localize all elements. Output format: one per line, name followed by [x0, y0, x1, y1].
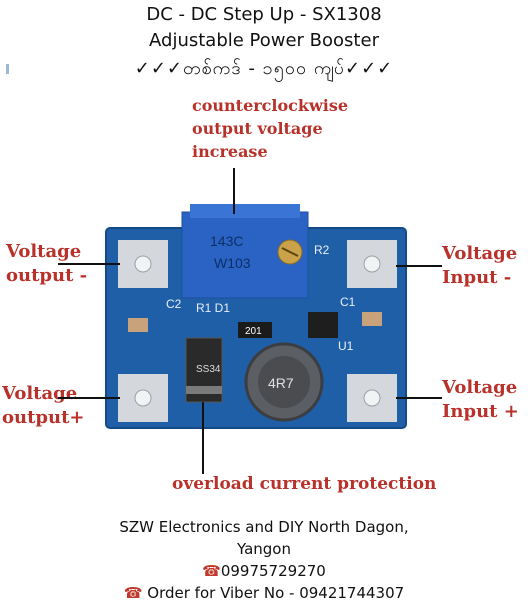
footer-phone-row: ☎09975729270 [0, 560, 528, 582]
resistor-code: 201 [245, 326, 262, 337]
silk-r2: R2 [314, 243, 330, 257]
output-minus-label: Voltage output - [6, 240, 87, 288]
title-line-2: Adjustable Power Booster [149, 30, 379, 51]
resistor [238, 322, 272, 338]
pot-annotation: counterclockwise output voltage increase [192, 94, 348, 163]
pot-code-2: W103 [214, 255, 251, 271]
phone-icon-2: ☎ [123, 584, 143, 602]
footer-line-2: Yangon [236, 540, 291, 558]
input-plus-line-1: Voltage [442, 377, 518, 398]
silk-u1: U1 [338, 339, 354, 353]
footer-viber: Order for Viber No - 09421744307 [147, 584, 405, 602]
pot-annotation-line-2: output voltage [192, 119, 323, 138]
edge-mark [6, 64, 9, 74]
diode-code: SS34 [196, 364, 221, 375]
input-minus-line-1: Voltage [442, 243, 518, 264]
silk-c1: C1 [340, 295, 356, 309]
silk-r1d1: R1 D1 [196, 301, 230, 315]
inductor-code: 4R7 [268, 375, 294, 391]
footer-line-1: SZW Electronics and DIY North Dagon, [119, 518, 409, 536]
footer-phone: 09975729270 [220, 562, 326, 580]
input-minus-label: Voltage Input - [442, 242, 517, 290]
pot-annotation-line-3: increase [192, 142, 268, 161]
silk-c2: C2 [166, 297, 182, 311]
ic-u1 [308, 312, 338, 338]
capacitor-c1 [362, 312, 382, 326]
title-line-3: ✓✓✓တစ်ကဒ် - ၁၅၀၀ ကျပ်✓✓✓ [134, 58, 394, 79]
pot-code-1: 143C [210, 233, 243, 249]
output-minus-line-1: Voltage [6, 241, 82, 262]
input-plus-label: Voltage Input + [442, 376, 519, 424]
input-plus-line-2: Input + [442, 401, 519, 422]
output-minus-line-2: output - [6, 265, 88, 286]
title-line-1: DC - DC Step Up - SX1308 [146, 4, 382, 25]
footer: SZW Electronics and DIY North Dagon, Yan… [0, 516, 528, 604]
phone-icon: ☎ [202, 562, 221, 580]
output-plus-line-2: output+ [2, 407, 85, 428]
pot-annotation-line-1: counterclockwise [192, 96, 349, 115]
diode-annotation: overload current protection [172, 474, 437, 494]
footer-viber-row: ☎ Order for Viber No - 09421744307 [0, 582, 528, 604]
input-minus-line-2: Input - [442, 267, 512, 288]
capacitor-c2 [128, 318, 148, 332]
